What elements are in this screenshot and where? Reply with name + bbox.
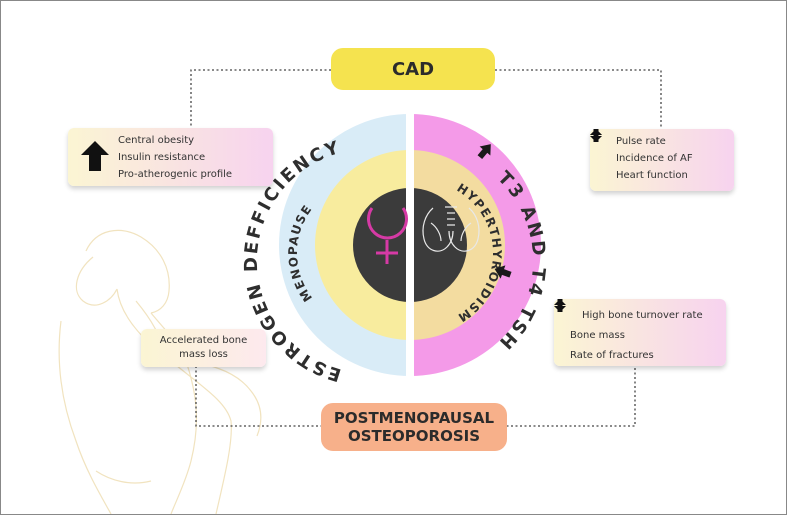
down-arrow-icon [590, 129, 602, 142]
thyroid-icon [422, 206, 480, 252]
cad-risk-item: Insulin resistance [118, 152, 206, 163]
hyperthyroid-cardiac-box: Pulse rate Incidence of AF Heart functio… [590, 129, 734, 191]
bone-item: High bone turnover rate [554, 305, 726, 325]
up-arrow-icon [554, 299, 566, 312]
cardiac-item-text: Incidence of AF [616, 153, 693, 164]
cardiac-item: Heart function [590, 129, 734, 184]
cardiac-item: Incidence of AF [590, 129, 734, 167]
cad-label-text: CAD [391, 58, 435, 80]
cardiac-item: Pulse rate [590, 129, 734, 150]
bone-item: Bone mass [554, 299, 726, 345]
osteoporosis-line1: POSTMENOPAUSAL [333, 409, 495, 427]
cad-risk-item: Pro-atherogenic profile [118, 169, 233, 180]
cad-risk-box: Central obesity Insulin resistance Pro-a… [68, 128, 273, 186]
bone-loss-line2: mass loss [179, 349, 228, 360]
osteoporosis-line2: OSTEOPOROSIS [347, 427, 481, 445]
bone-item-text: Rate of fractures [570, 349, 654, 361]
cad-label: CAD [331, 48, 495, 90]
osteoporosis-label: POSTMENOPAUSAL OSTEOPOROSIS [321, 403, 507, 451]
cardiac-item-text: Heart function [616, 170, 688, 181]
cardiac-item-text: Pulse rate [616, 136, 666, 147]
woman-silhouette [58, 229, 262, 514]
hyperthyroid-bone-box: High bone turnover rate Bone mass Rate o… [554, 299, 726, 366]
female-symbol-icon [367, 207, 408, 264]
tsh-arrow-icon [494, 265, 512, 279]
up-arrow-icon [81, 141, 109, 171]
bone-item-text: High bone turnover rate [582, 309, 703, 321]
t3-arrow-icon [477, 144, 491, 160]
bone-loss-line1: Accelerated bone [159, 335, 248, 346]
divider-line [406, 113, 414, 377]
bone-item-text: Bone mass [570, 329, 625, 341]
estrogen-bone-box: Accelerated bone mass loss [141, 329, 266, 367]
cad-risk-item: Central obesity [118, 135, 195, 146]
connector-lines [190, 69, 662, 427]
bone-item: Rate of fractures [554, 299, 726, 365]
